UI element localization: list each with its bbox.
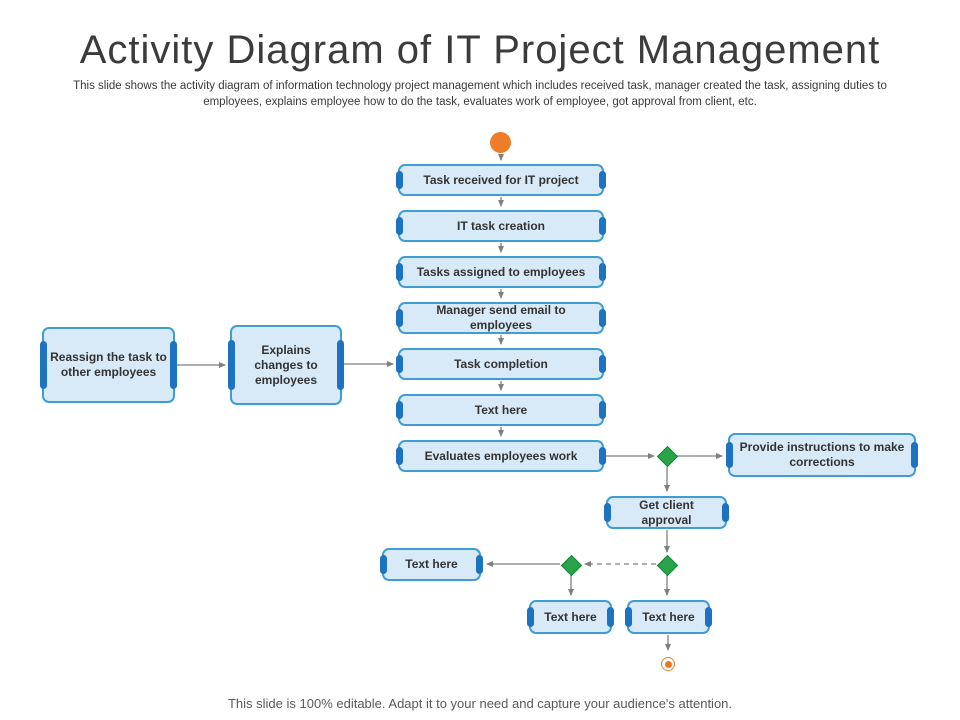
node-label: Explains changes to employees [254, 342, 318, 387]
node-label: Text here [642, 609, 695, 624]
node-label: Reassign the task to other employees [50, 350, 167, 379]
node-label: Task received for IT project [423, 172, 579, 187]
node-label: Get client approval [639, 497, 694, 527]
node-manager-send-email: Manager send email to employees [396, 302, 606, 334]
node-label: Text here [474, 402, 528, 417]
node-text-here-bottom-right: Text here [625, 600, 712, 634]
node-task-completion: Task completion [396, 348, 606, 380]
node-label: Task completion [454, 356, 548, 371]
node-text-here-middle: Text here [396, 394, 606, 426]
node-text-here-left: Text here [380, 548, 483, 581]
node-label: Provide instructions to make corrections [739, 440, 905, 469]
end-node-dot [664, 660, 672, 668]
node-evaluates-employees-work: Evaluates employees work [396, 440, 606, 472]
node-label: Tasks assigned to employees [416, 264, 586, 279]
node-tasks-assigned: Tasks assigned to employees [396, 256, 606, 288]
node-label: Evaluates employees work [424, 448, 578, 463]
node-label: IT task creation [456, 218, 546, 233]
node-text-here-bottom-left: Text here [527, 600, 614, 634]
node-provide-instructions: Provide instructions to make corrections [726, 433, 918, 477]
node-task-received: Task received for IT project [396, 164, 606, 196]
node-it-task-creation: IT task creation [396, 210, 606, 242]
page-title: Activity Diagram of IT Project Managemen… [79, 28, 881, 72]
slide-subtitle: This slide shows the activity diagram of… [73, 80, 887, 108]
slide-footer-note: This slide is 100% editable. Adapt it to… [227, 696, 733, 711]
node-get-client-approval: Get client approval [604, 496, 729, 529]
start-node-icon [490, 132, 511, 153]
node-explains-changes: Explains changes to employees [228, 325, 344, 405]
node-label: Text here [544, 609, 597, 624]
node-reassign-task: Reassign the task to other employees [40, 327, 177, 403]
end-node-icon [661, 657, 675, 671]
node-label: Text here [405, 557, 458, 571]
node-label: Manager send email to employees [436, 303, 566, 332]
